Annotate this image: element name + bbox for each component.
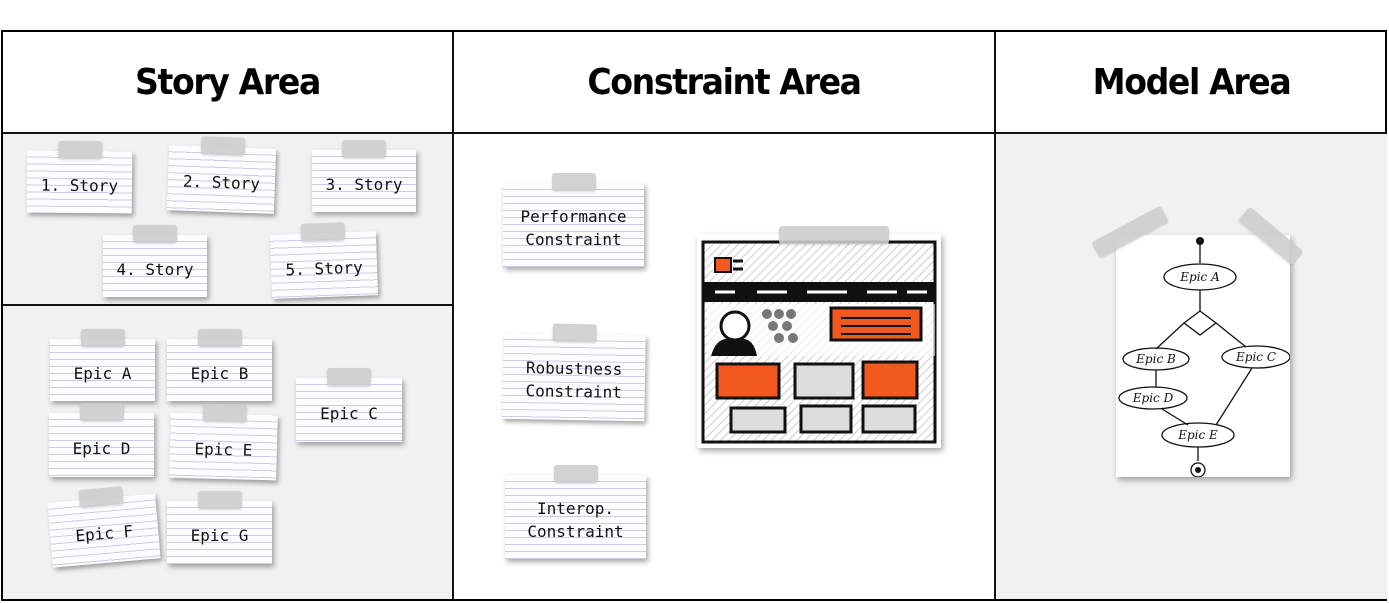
tape — [133, 225, 177, 243]
tape — [779, 226, 889, 244]
story-card[interactable]: 5. Story — [269, 222, 379, 299]
ui-mockup-sketch — [697, 226, 941, 448]
constraint-card-label: Robustness Constraint — [525, 358, 623, 402]
epic-card[interactable]: Epic F — [47, 486, 161, 568]
epic-card[interactable]: Epic B — [167, 329, 272, 401]
tape — [80, 329, 125, 347]
epic-card-label: Epic F — [74, 521, 134, 546]
constraint-area-title: Constraint Area — [587, 61, 862, 103]
story-card[interactable]: 3. Story — [312, 140, 416, 212]
column-divider — [994, 32, 996, 599]
story-board: Story Area Constraint Area Model Area 1.… — [1, 30, 1387, 601]
tape — [79, 403, 124, 421]
header-divider — [3, 132, 1385, 134]
column-divider — [452, 32, 454, 599]
activity-model-sketch: Epic A Epic B Epic C Epic D Epic E — [1091, 205, 1304, 478]
tape — [551, 173, 596, 191]
epic-card[interactable]: Epic D — [49, 403, 154, 477]
tape — [342, 140, 386, 158]
tape — [57, 140, 102, 160]
model-node-label: Epic B — [1135, 352, 1176, 366]
epic-card[interactable]: Epic C — [296, 368, 402, 442]
tape — [78, 486, 124, 509]
story-card-label: 1. Story — [40, 175, 119, 195]
epic-card-label: Epic A — [73, 363, 132, 383]
story-card[interactable]: 4. Story — [103, 225, 207, 297]
epic-card-label: Epic D — [72, 438, 131, 458]
constraint-card-label: Performance Constraint — [520, 207, 627, 249]
story-epic-divider — [3, 304, 452, 306]
story-card[interactable]: 2. Story — [166, 136, 277, 214]
story-card[interactable]: 1. Story — [26, 140, 133, 214]
epic-card-label: Epic B — [190, 363, 249, 383]
tape — [327, 368, 371, 386]
constraint-card-label: Interop. Constraint — [527, 499, 624, 541]
tape — [197, 491, 242, 509]
epic-card[interactable]: Epic E — [169, 403, 278, 481]
story-card-label: 5. Story — [285, 257, 363, 279]
model-node-label: Epic A — [1179, 270, 1220, 284]
epic-card[interactable]: Epic G — [167, 491, 272, 564]
epic-card-label: Epic G — [190, 526, 249, 545]
epic-card-label: Epic E — [194, 439, 253, 460]
model-node-label: Epic D — [1132, 391, 1174, 405]
constraint-card[interactable]: Interop. Constraint — [505, 465, 646, 559]
tape — [552, 323, 597, 343]
constraint-card[interactable]: Performance Constraint — [503, 173, 644, 267]
model-area-title: Model Area — [1092, 61, 1292, 103]
story-card-label: 3. Story — [325, 174, 403, 194]
epic-card[interactable]: Epic A — [50, 329, 155, 401]
story-area-title: Story Area — [135, 61, 321, 103]
epic-card-label: Epic C — [320, 403, 378, 423]
tape — [200, 136, 245, 156]
tape — [197, 329, 242, 347]
tape — [553, 465, 598, 483]
model-node-label: Epic C — [1235, 350, 1276, 364]
story-card-label: 4. Story — [116, 259, 194, 279]
story-card-label: 2. Story — [182, 171, 261, 194]
activity-diagram: Epic A Epic B Epic C Epic D Epic E — [1118, 237, 1291, 478]
wireframe-drawing — [701, 240, 937, 444]
model-node-label: Epic E — [1177, 428, 1218, 442]
tape — [300, 222, 346, 242]
tape — [202, 403, 247, 423]
constraint-card[interactable]: Robustness Constraint — [502, 323, 646, 422]
